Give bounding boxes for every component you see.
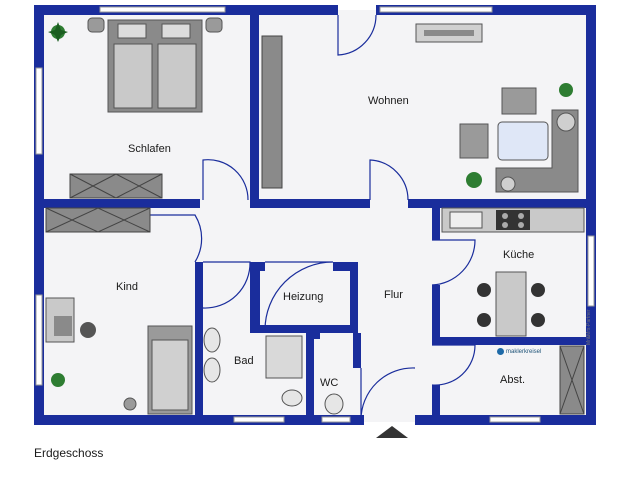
interior-walls — [40, 10, 588, 420]
brand-logo: maklerkreisel — [497, 348, 541, 355]
plant-icon — [51, 373, 65, 387]
tv-stand — [415, 23, 483, 43]
entrance-arrow — [376, 426, 408, 438]
toilet-wc — [324, 393, 344, 415]
sofa-set — [459, 87, 579, 193]
wardrobe-kind — [45, 207, 151, 233]
plant-icon — [48, 22, 68, 42]
logo-text: maklerkreisel — [506, 348, 542, 355]
windows — [35, 6, 595, 423]
room-label-bad: Bad — [234, 355, 254, 367]
single-bed — [123, 325, 193, 415]
room-label-heizung: Heizung — [283, 291, 323, 303]
desk-kind — [45, 297, 96, 343]
room-label-wc: WC — [320, 377, 338, 389]
floor-caption: Erdgeschoss — [34, 446, 104, 460]
plant-icon — [466, 83, 573, 188]
double-bed — [87, 17, 223, 113]
room-label-wohnen: Wohnen — [368, 95, 409, 107]
room-label-schlafen: Schlafen — [128, 143, 171, 155]
dining-table — [477, 271, 545, 337]
logo-icon — [497, 348, 504, 355]
storage-shelf — [559, 345, 585, 415]
room-label-kueche: Küche — [503, 249, 534, 261]
bathroom-fixtures — [203, 327, 303, 407]
room-label-flur: Flur — [384, 289, 403, 301]
kitchen-counter — [441, 207, 585, 233]
wardrobe-schlafen — [69, 173, 163, 199]
sideboard — [261, 35, 283, 189]
watermark-text: Mr&Mrs·Partner — [586, 309, 592, 345]
room-label-kind: Kind — [116, 281, 138, 293]
room-label-abst: Abst. — [500, 374, 525, 386]
door-swings — [150, 14, 476, 421]
